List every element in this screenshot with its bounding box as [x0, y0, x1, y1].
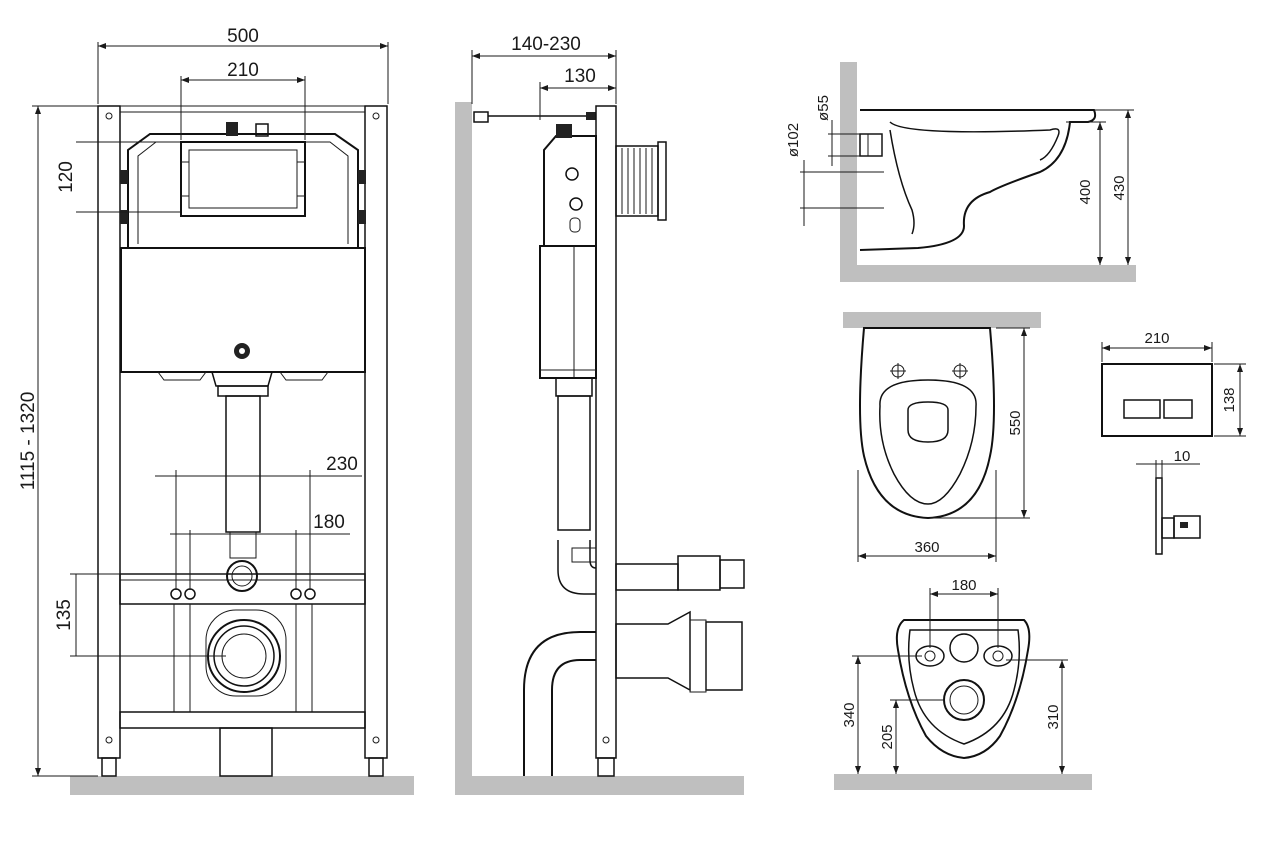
- dim-plate-thickness: 10: [1174, 448, 1191, 465]
- wall-bowl-top: [843, 312, 1041, 328]
- dim-outlet-height: 135: [54, 599, 75, 631]
- dim-back-height-right: 310: [1045, 704, 1062, 729]
- flush-plate: [1101, 363, 1213, 437]
- dim-bowl-length: 550: [1007, 410, 1024, 435]
- dim-width: 500: [227, 26, 259, 47]
- dim-height-range: 1115 - 1320: [18, 392, 39, 491]
- floor-bowl-back: [834, 774, 1092, 790]
- dim-depth: 130: [564, 66, 596, 87]
- flush-button-large: [1163, 399, 1193, 419]
- dim-height-low: 400: [1077, 179, 1094, 204]
- dim-fixing-spacing-inner: 180: [313, 512, 345, 533]
- dim-flush-plate-width: 210: [227, 60, 259, 81]
- dim-plate-height: 138: [1221, 387, 1238, 412]
- dim-flush-plate-height: 120: [56, 161, 77, 193]
- floor-front: [70, 776, 414, 795]
- right-post: [364, 105, 388, 759]
- dim-plate-width: 210: [1144, 330, 1169, 347]
- dim-outlet-diameter-large: ø102: [785, 123, 802, 157]
- side-view: 140-230 130: [455, 34, 745, 795]
- dim-depth-range: 140-230: [511, 34, 581, 55]
- flush-button-small: [1123, 399, 1161, 419]
- dim-back-height-left: 340: [841, 702, 858, 727]
- dim-fixing-spacing-outer: 230: [326, 454, 358, 475]
- dim-back-height-inner: 205: [879, 724, 896, 749]
- wall-and-floor-side: [455, 102, 744, 795]
- bowl-back-view: 180 340 205 310: [834, 577, 1092, 790]
- dim-bowl-width: 360: [914, 539, 939, 556]
- bowl-top-view: 550 360: [843, 312, 1041, 562]
- left-post: [97, 105, 121, 759]
- dim-height-high: 430: [1111, 175, 1128, 200]
- bowl-side-view: ø55 ø102 400 430: [785, 62, 1136, 282]
- front-view: 500 210 120 1115 - 1320 230 180 135: [18, 26, 414, 795]
- dim-bolt-spacing: 180: [951, 577, 976, 594]
- flush-plate-view: 210 138 10: [1101, 330, 1246, 555]
- dim-outlet-diameter-small: ø55: [815, 95, 832, 121]
